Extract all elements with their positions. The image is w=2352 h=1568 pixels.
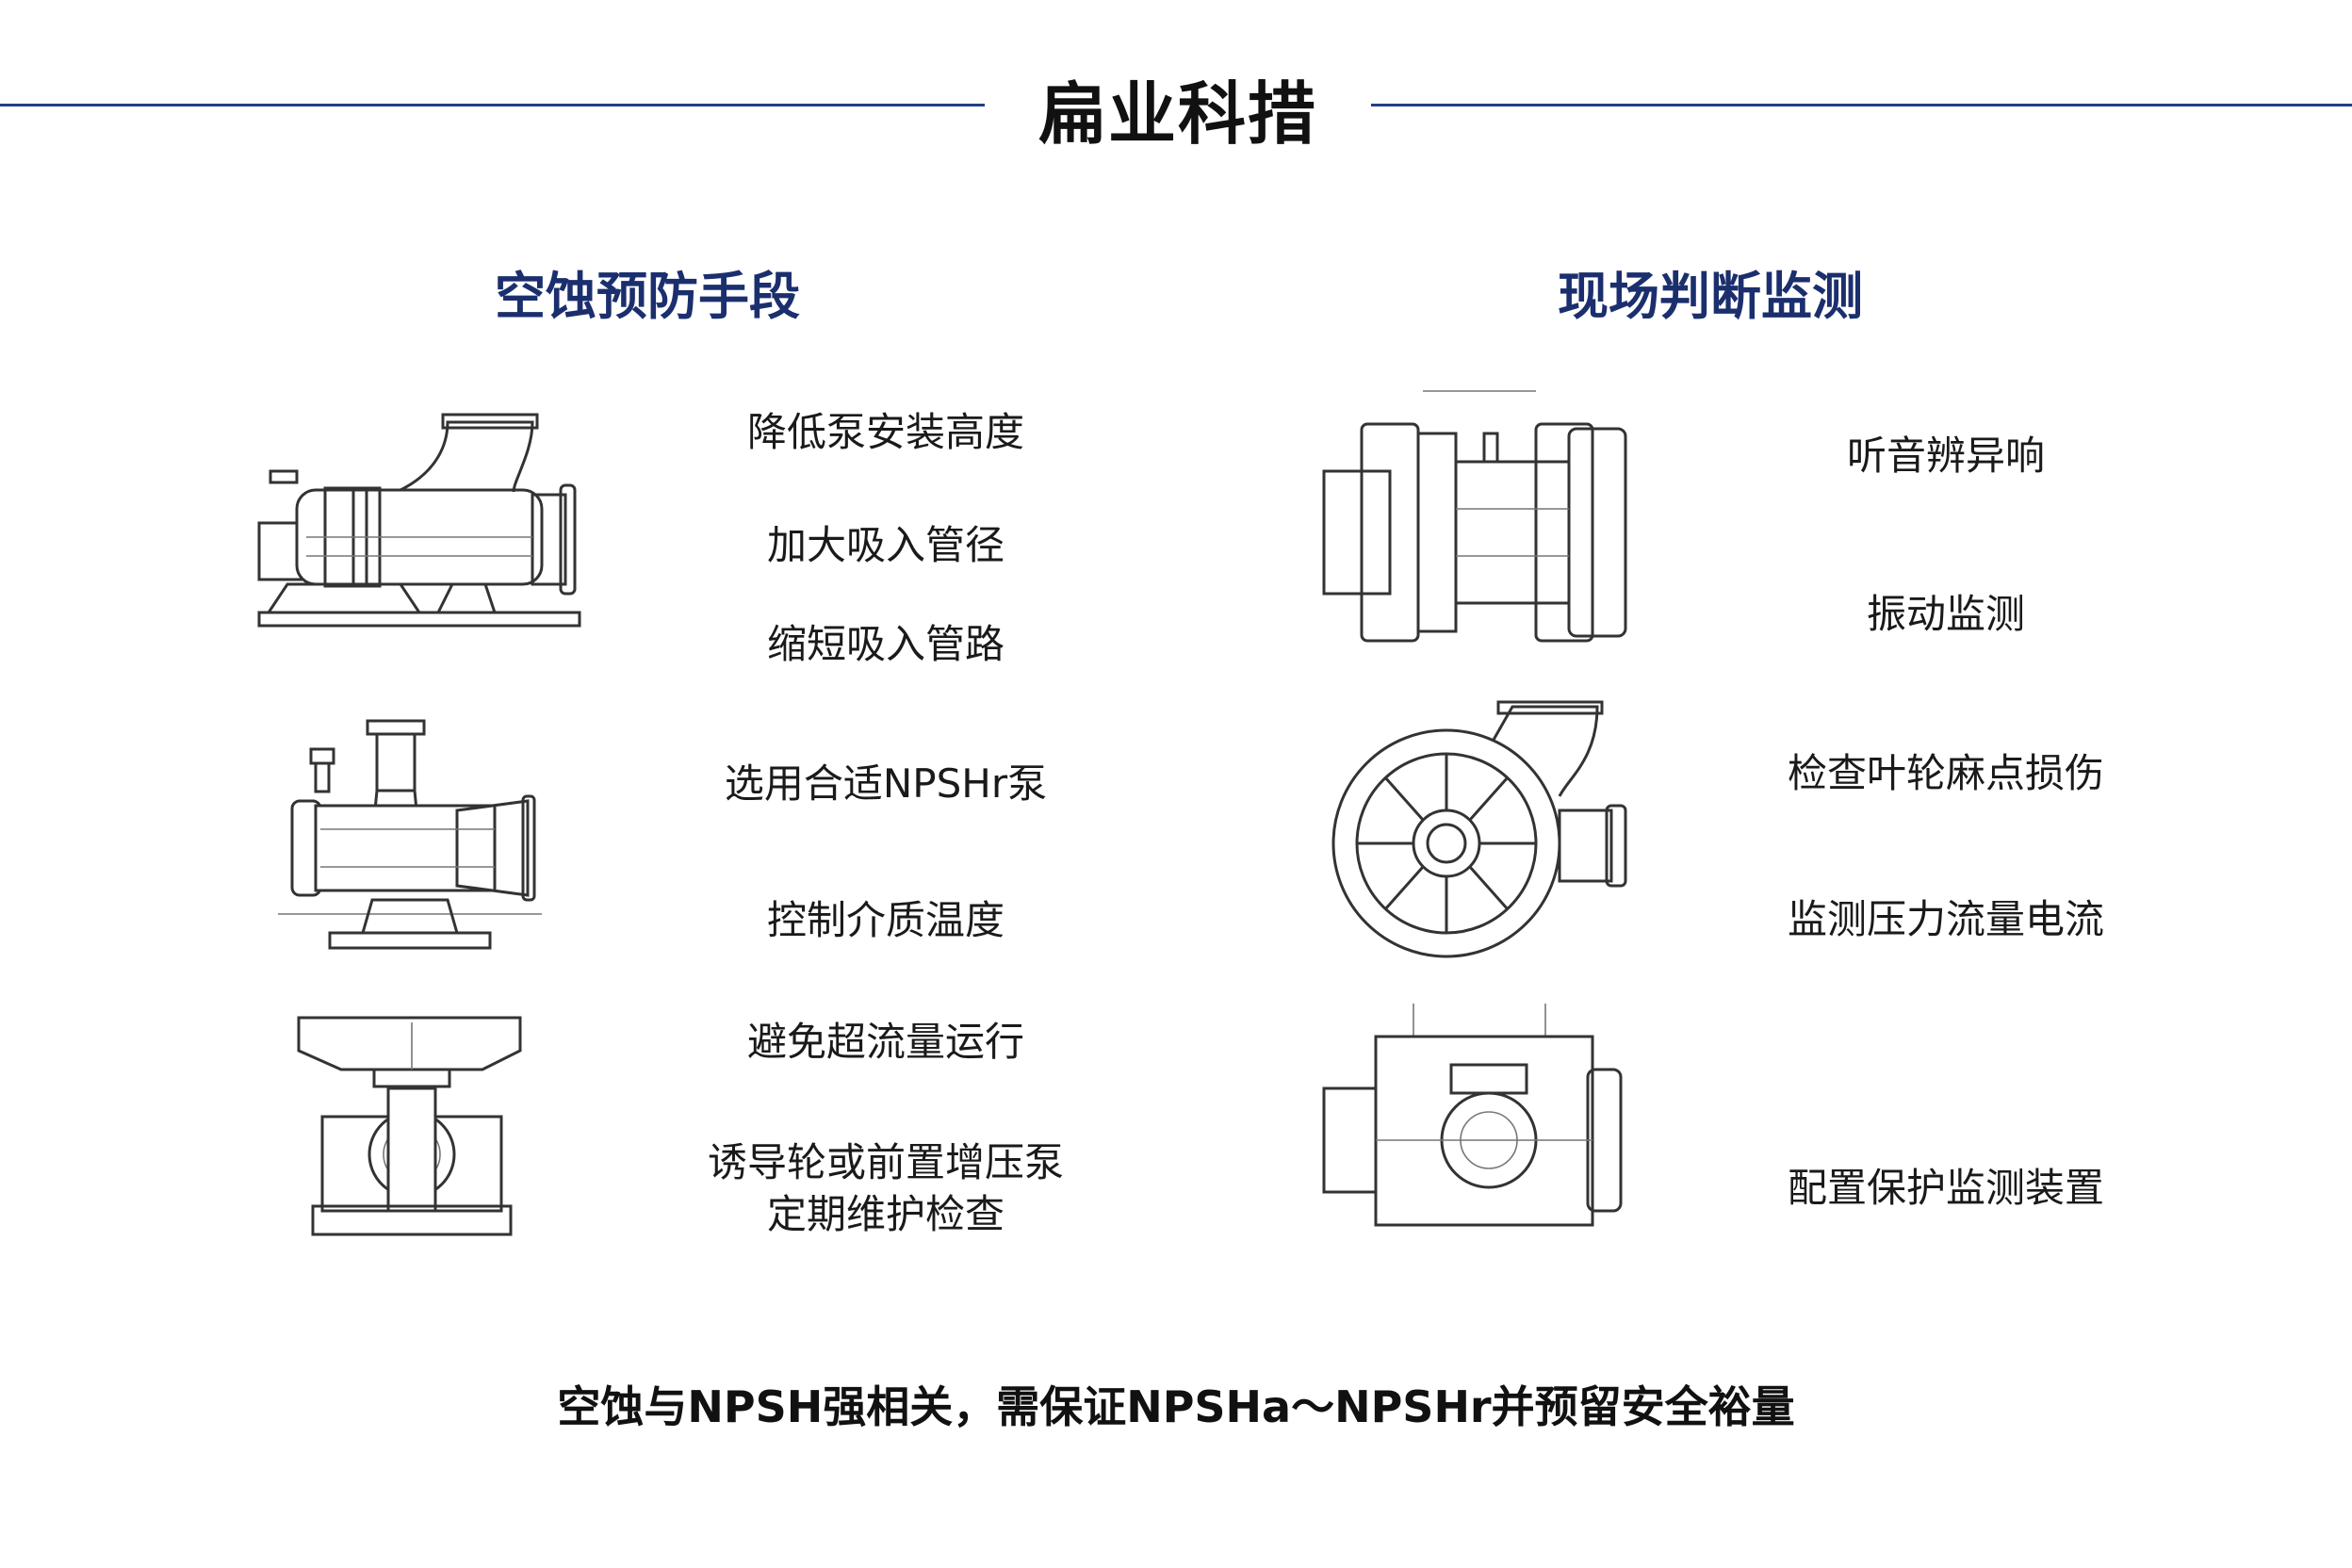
summary-statement: 空蚀与NPSH强相关，需保证NPSHa～NPSHr并预留安全裕量 [557,1381,1795,1432]
pump-drawing-split-case [1322,1004,1623,1227]
left-column-heading: 空蚀预防手段 [495,267,800,326]
list-item: 加大吸入管径 [766,522,1004,568]
pump-drawing-inline [278,719,542,950]
list-item: 检查叶轮麻点损伤 [1787,750,2104,796]
list-item: 振动监测 [1866,591,2025,637]
list-item: 定期维护检查 [766,1191,1004,1237]
list-item: 听音辨异响 [1846,433,2045,479]
list-item: 诱导轮或前置增压泵 [707,1139,1064,1185]
pump-drawing-impeller [1331,700,1627,958]
list-item: 降低泵安装高度 [746,409,1024,455]
header-rule-right [1371,104,2352,106]
list-item: 选用合适NPSHr泵 [724,760,1048,807]
right-column-heading: 现场判断监测 [1558,267,1863,326]
pump-drawing-vertical [297,1016,522,1236]
pump-drawing-horizontal [257,413,581,628]
list-item: 监测压力流量电流 [1787,896,2104,942]
pump-drawing-double-suction [1322,390,1627,643]
list-item: 控制介质温度 [766,897,1004,943]
header-rule-left [0,104,985,106]
list-item: 缩短吸入管路 [766,621,1004,667]
list-item: 避免超流量运行 [746,1019,1024,1065]
page-title: 扁业科措 [1037,74,1317,154]
list-item: 配置保护监测装置 [1787,1165,2104,1211]
